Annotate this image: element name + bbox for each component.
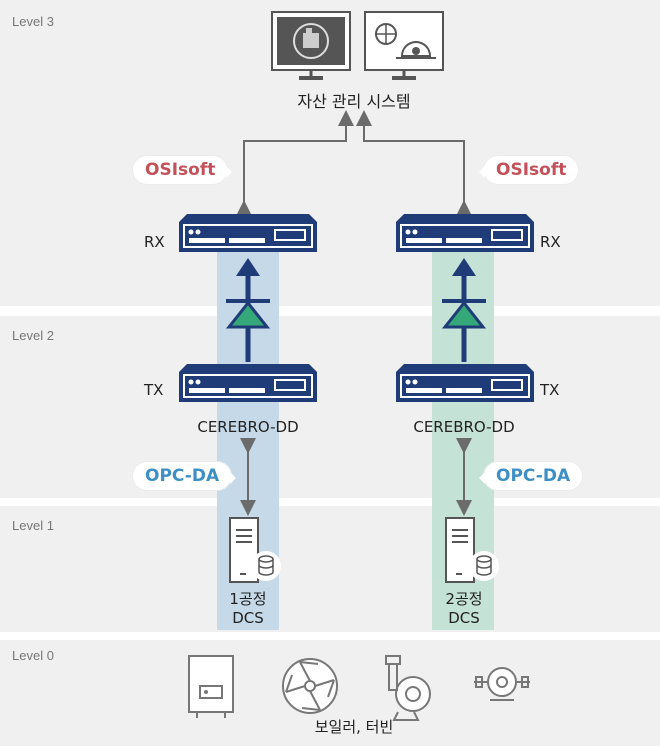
level-2-label: Level 2 [12, 328, 54, 343]
right-osisoft-connector [356, 110, 472, 216]
dcs-left-line1: 1공정 [229, 590, 267, 608]
cerebro-dd-label-left: CEREBRO-DD [197, 418, 299, 436]
pump-icon [385, 655, 431, 721]
rx-label-right: RX [540, 233, 561, 251]
fan-icon [282, 658, 338, 714]
data-diode-icon [225, 258, 271, 362]
monitor-gauge-icon [364, 11, 444, 80]
level-3-label: Level 3 [12, 14, 54, 29]
dcs-right-line2: DCS [448, 609, 480, 627]
tx-label-left: TX [144, 381, 164, 399]
data-diode-icon [441, 258, 487, 362]
tx-label-right: TX [540, 381, 560, 399]
monitor-building-icon [271, 11, 351, 80]
rx-device-left [179, 214, 317, 252]
osisoft-tag-left: OSIsoft [133, 156, 233, 184]
dcs-label-left: 1공정 DCS [229, 590, 266, 628]
asset-management-system-label: 자산 관리 시스템 [297, 92, 411, 111]
tx-device-left [179, 364, 317, 402]
level-1-label: Level 1 [12, 518, 54, 533]
opcda-tag-left: OPC-DA [133, 462, 237, 490]
cerebro-dd-label-right: CEREBRO-DD [413, 418, 515, 436]
osisoft-tag-right: OSIsoft [478, 156, 579, 184]
level-0-label: Level 0 [12, 648, 54, 663]
server-database-icon [229, 517, 281, 583]
dcs-left-line2: DCS [232, 609, 264, 627]
dcs-right-line1: 2공정 [445, 590, 483, 608]
level-1-band [0, 506, 660, 632]
left-osisoft-connector [236, 110, 354, 216]
field-equipment-label: 보일러, 터빈 [314, 718, 394, 736]
turbine-icon [474, 667, 530, 701]
boiler-icon [188, 655, 234, 718]
rx-label-left: RX [144, 233, 165, 251]
server-database-icon [445, 517, 499, 583]
tx-device-right [396, 364, 534, 402]
opcda-tag-right: OPC-DA [478, 462, 583, 490]
dcs-label-right: 2공정 DCS [445, 590, 482, 628]
rx-device-right [396, 214, 534, 252]
